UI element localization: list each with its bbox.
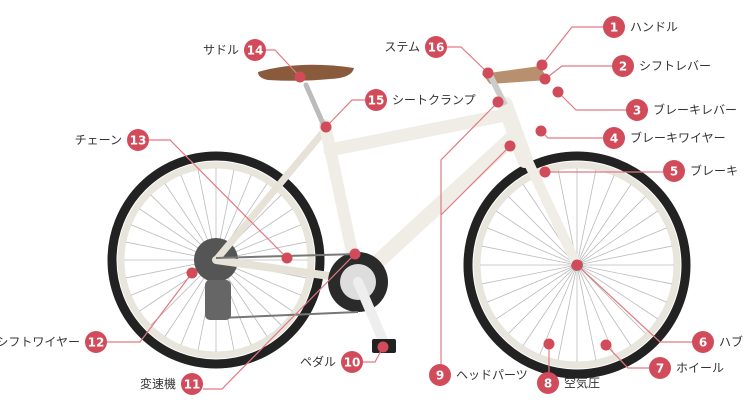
part-marker-dot: [377, 341, 389, 353]
badge-8: 8: [537, 372, 559, 394]
svg-text:5: 5: [670, 165, 678, 179]
svg-text:12: 12: [88, 336, 105, 350]
svg-text:7: 7: [656, 362, 664, 376]
leader-line: [266, 49, 301, 78]
badge-1: 1: [603, 16, 625, 38]
part-marker-dot: [536, 59, 548, 71]
part-label: ペダル: [299, 355, 336, 369]
leader-line: [544, 65, 612, 80]
part-marker-dot: [539, 73, 551, 85]
badge-10: 10: [341, 351, 363, 373]
leader-line: [576, 264, 692, 343]
leader-line: [325, 99, 365, 128]
leader-lines: [107, 26, 692, 390]
svg-text:3: 3: [633, 104, 641, 118]
badge-3: 3: [626, 99, 648, 121]
badge-7: 7: [649, 357, 671, 379]
part-marker-dot: [482, 67, 494, 79]
svg-text:9: 9: [436, 369, 444, 383]
part-label: ヘッドパーツ: [456, 368, 528, 382]
leader-line: [605, 344, 649, 369]
svg-text:16: 16: [428, 41, 445, 55]
badge-9: 9: [429, 364, 451, 386]
badge-15: 15: [365, 89, 387, 111]
svg-text:4: 4: [610, 132, 618, 146]
badge-13: 13: [127, 129, 149, 151]
frame: [212, 82, 582, 288]
leader-line: [363, 346, 384, 363]
part-label: 変速機: [139, 377, 176, 391]
part-markers: [186, 59, 612, 353]
part-marker-dot: [571, 259, 583, 271]
part-label: ブレーキレバー: [653, 103, 738, 117]
svg-text:14: 14: [247, 44, 264, 58]
part-marker-dot: [543, 338, 555, 350]
part-label: サドル: [202, 43, 239, 57]
leader-line: [557, 91, 626, 111]
svg-text:6: 6: [699, 336, 707, 350]
svg-text:2: 2: [619, 60, 627, 74]
part-marker-dot: [504, 140, 516, 152]
leader-line: [203, 253, 356, 390]
part-marker-dot: [186, 267, 198, 279]
badge-6: 6: [692, 331, 714, 353]
part-label: シフトレバー: [639, 59, 712, 73]
svg-text:8: 8: [544, 377, 552, 391]
part-label: ステム: [384, 40, 420, 54]
part-label: シフトワイヤー: [0, 335, 80, 349]
badge-4: 4: [603, 127, 625, 149]
part-marker-dot: [535, 125, 547, 137]
svg-text:13: 13: [130, 134, 147, 148]
leader-line: [541, 26, 603, 66]
part-marker-dot: [492, 96, 504, 108]
part-label: ハンドル: [630, 20, 679, 34]
derailleur: [205, 280, 231, 320]
part-label: ブレーキワイヤー: [630, 131, 726, 145]
leader-line: [107, 272, 193, 343]
part-label: ブレーキ: [690, 164, 739, 178]
part-label: チェーン: [74, 133, 122, 147]
part-marker-dot: [539, 166, 551, 178]
badge-16: 16: [425, 36, 447, 58]
part-marker-dot: [552, 86, 564, 98]
part-marker-dot: [349, 248, 361, 260]
svg-text:15: 15: [368, 94, 385, 108]
leader-line: [447, 46, 489, 74]
part-marker-dot: [294, 71, 306, 83]
svg-text:10: 10: [344, 356, 361, 370]
leader-line: [149, 139, 288, 259]
badge-5: 5: [663, 160, 685, 182]
part-marker-dot: [600, 339, 612, 351]
leader-line: [440, 145, 511, 216]
part-label: ホイール: [676, 361, 725, 375]
leader-line: [540, 130, 603, 139]
badge-14: 14: [244, 39, 266, 61]
badge-2: 2: [612, 55, 634, 77]
part-marker-dot: [281, 252, 293, 264]
svg-text:1: 1: [610, 21, 618, 35]
leader-line: [440, 101, 499, 364]
part-label: シートクランプ: [392, 93, 476, 107]
badge-11: 11: [181, 373, 203, 395]
part-label: 空気圧: [564, 376, 601, 390]
svg-text:11: 11: [184, 378, 201, 392]
part-label: ハブ: [719, 335, 744, 349]
part-marker-dot: [320, 121, 332, 133]
badge-12: 12: [85, 331, 107, 353]
